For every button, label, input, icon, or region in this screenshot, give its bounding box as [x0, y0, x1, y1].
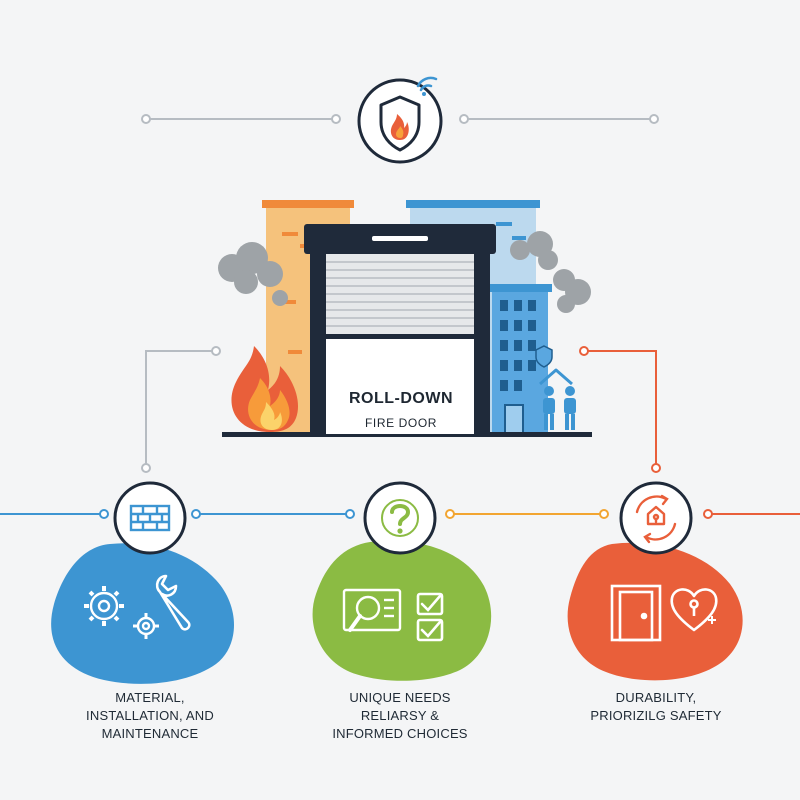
door-icon: [610, 584, 662, 642]
smoke-right: [510, 231, 591, 313]
pillar-blue-caption: MATERIAL, INSTALLATION, AND MAINTENANCE: [50, 689, 250, 743]
top-connectors: [141, 114, 659, 124]
pillar-connectors: [0, 509, 800, 519]
pillar-green-caption: UNIQUE NEEDS RELIARSY & INFORMED CHOICES: [300, 689, 500, 743]
checklist-icon: [416, 592, 444, 642]
caption-line: MAINTENANCE: [101, 726, 199, 741]
heart-key-icon: [670, 588, 718, 632]
shield-fire-wifi-icon: [357, 76, 443, 164]
pillar-blue-blob: [51, 543, 234, 684]
gears-icon: [84, 586, 159, 639]
wrench-icon: [155, 574, 191, 631]
brick-wall-icon: [129, 504, 171, 532]
people-icon: [539, 368, 576, 430]
ground-line: [222, 432, 592, 437]
top-left-inner-node: [331, 114, 341, 124]
pillar-orange-blob: [567, 542, 743, 681]
pillar-blue: [51, 481, 234, 684]
hero-label: ROLL-DOWN FIRE DOOR: [336, 390, 466, 430]
caption-line: MATERIAL,: [115, 690, 185, 705]
question-icon: [381, 499, 419, 537]
caption-line: INFORMED CHOICES: [332, 726, 468, 741]
caption-line: INSTALLATION, AND: [86, 708, 214, 723]
mini-shield-icon: [535, 345, 553, 368]
right-hero-connector: [588, 350, 657, 464]
caption-line: DURABILITY,: [615, 690, 697, 705]
pillar-green-blob: [312, 540, 492, 681]
pillar-green-badge: [363, 481, 437, 555]
hero-subtitle: FIRE DOOR: [364, 416, 438, 430]
roll-down-door: [304, 224, 496, 434]
left-hero-connector: [145, 350, 212, 464]
top-right-node: [649, 114, 659, 124]
pillar-orange-caption: DURABILITY, PRIORIZILG SAFETY: [556, 689, 756, 725]
pillar-green: [312, 481, 492, 681]
caption-line: PRIORIZILG SAFETY: [590, 708, 722, 723]
smoke-left: [218, 242, 288, 306]
hero-illustration: [218, 200, 592, 437]
magnifier-icon: [342, 588, 402, 632]
caption-line: UNIQUE NEEDS: [349, 690, 451, 705]
top-right-inner-node: [459, 114, 469, 124]
pillar-orange: [567, 481, 743, 681]
hero-title: ROLL-DOWN: [348, 390, 454, 407]
top-left-node: [141, 114, 151, 124]
flame-icon: [231, 346, 299, 432]
house-cycle-icon: [635, 494, 677, 544]
hero-connectors: [141, 346, 661, 473]
caption-line: RELIARSY &: [360, 708, 440, 723]
